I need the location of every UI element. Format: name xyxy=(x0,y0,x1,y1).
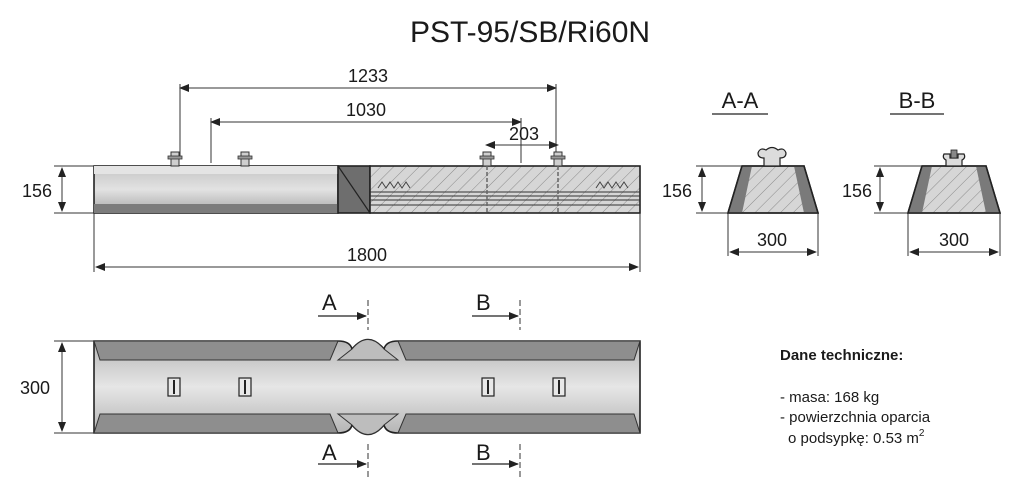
technical-data-area-exponent: 2 xyxy=(919,428,925,439)
cut-b-bottom-label: B xyxy=(476,440,491,465)
anchor-3 xyxy=(479,151,495,212)
dim-1800: 1800 xyxy=(93,213,641,272)
dim-plan-width: 300 xyxy=(20,340,94,434)
cut-a-top-label: A xyxy=(322,290,337,315)
dim-203: 203 xyxy=(485,124,559,149)
section-aa-width: 300 xyxy=(757,230,787,250)
anchor-2 xyxy=(237,151,253,167)
technical-data-area-line1: - powierzchnia oparcia xyxy=(780,409,931,426)
dim-1030: 1030 xyxy=(210,100,522,163)
technical-data-area-line2: o podsypkę: 0.53 m2 xyxy=(788,428,925,447)
section-bb-label: B-B xyxy=(899,88,936,113)
dim-1030-label: 1030 xyxy=(346,100,386,120)
technical-data-mass: - masa: 168 kg xyxy=(780,389,879,406)
dim-plan-width-label: 300 xyxy=(20,378,50,398)
dim-1233: 1233 xyxy=(179,66,557,158)
dim-side-height: 156 xyxy=(22,165,94,214)
technical-data-area-value: o podsypkę: 0.53 m xyxy=(788,430,919,447)
cut-marker-b-top: B xyxy=(472,290,521,330)
anchor-1 xyxy=(167,151,183,167)
section-aa: A-A 156 300 xyxy=(662,88,820,256)
section-aa-height: 156 xyxy=(662,181,692,201)
dim-side-height-label: 156 xyxy=(22,181,52,201)
dim-1233-label: 1233 xyxy=(348,66,388,86)
section-bb-height: 156 xyxy=(842,181,872,201)
side-view: 1233 1030 203 xyxy=(22,66,641,272)
section-aa-label: A-A xyxy=(722,88,759,113)
section-bb: B-B 156 300 xyxy=(842,88,1002,256)
dim-203-label: 203 xyxy=(509,124,539,144)
cut-b-top-label: B xyxy=(476,290,491,315)
section-bb-width: 300 xyxy=(939,230,969,250)
technical-data: Dane techniczne: - masa: 168 kg - powier… xyxy=(780,347,931,447)
cut-marker-b-bottom: B xyxy=(472,440,521,480)
plan-anchor-2 xyxy=(238,377,252,397)
anchor-4 xyxy=(550,151,566,212)
plan-anchor-3 xyxy=(481,377,495,397)
plan-anchor-1 xyxy=(167,377,181,397)
dim-1800-label: 1800 xyxy=(347,245,387,265)
cut-marker-a-bottom: A xyxy=(318,440,369,480)
technical-data-heading: Dane techniczne: xyxy=(780,347,903,364)
cut-a-bottom-label: A xyxy=(322,440,337,465)
plan-anchor-4 xyxy=(552,377,566,397)
plan-view: 300 A B A B xyxy=(20,290,641,480)
drawing-title: PST-95/SB/Ri60N xyxy=(410,16,650,49)
cut-marker-a-top: A xyxy=(318,290,369,330)
